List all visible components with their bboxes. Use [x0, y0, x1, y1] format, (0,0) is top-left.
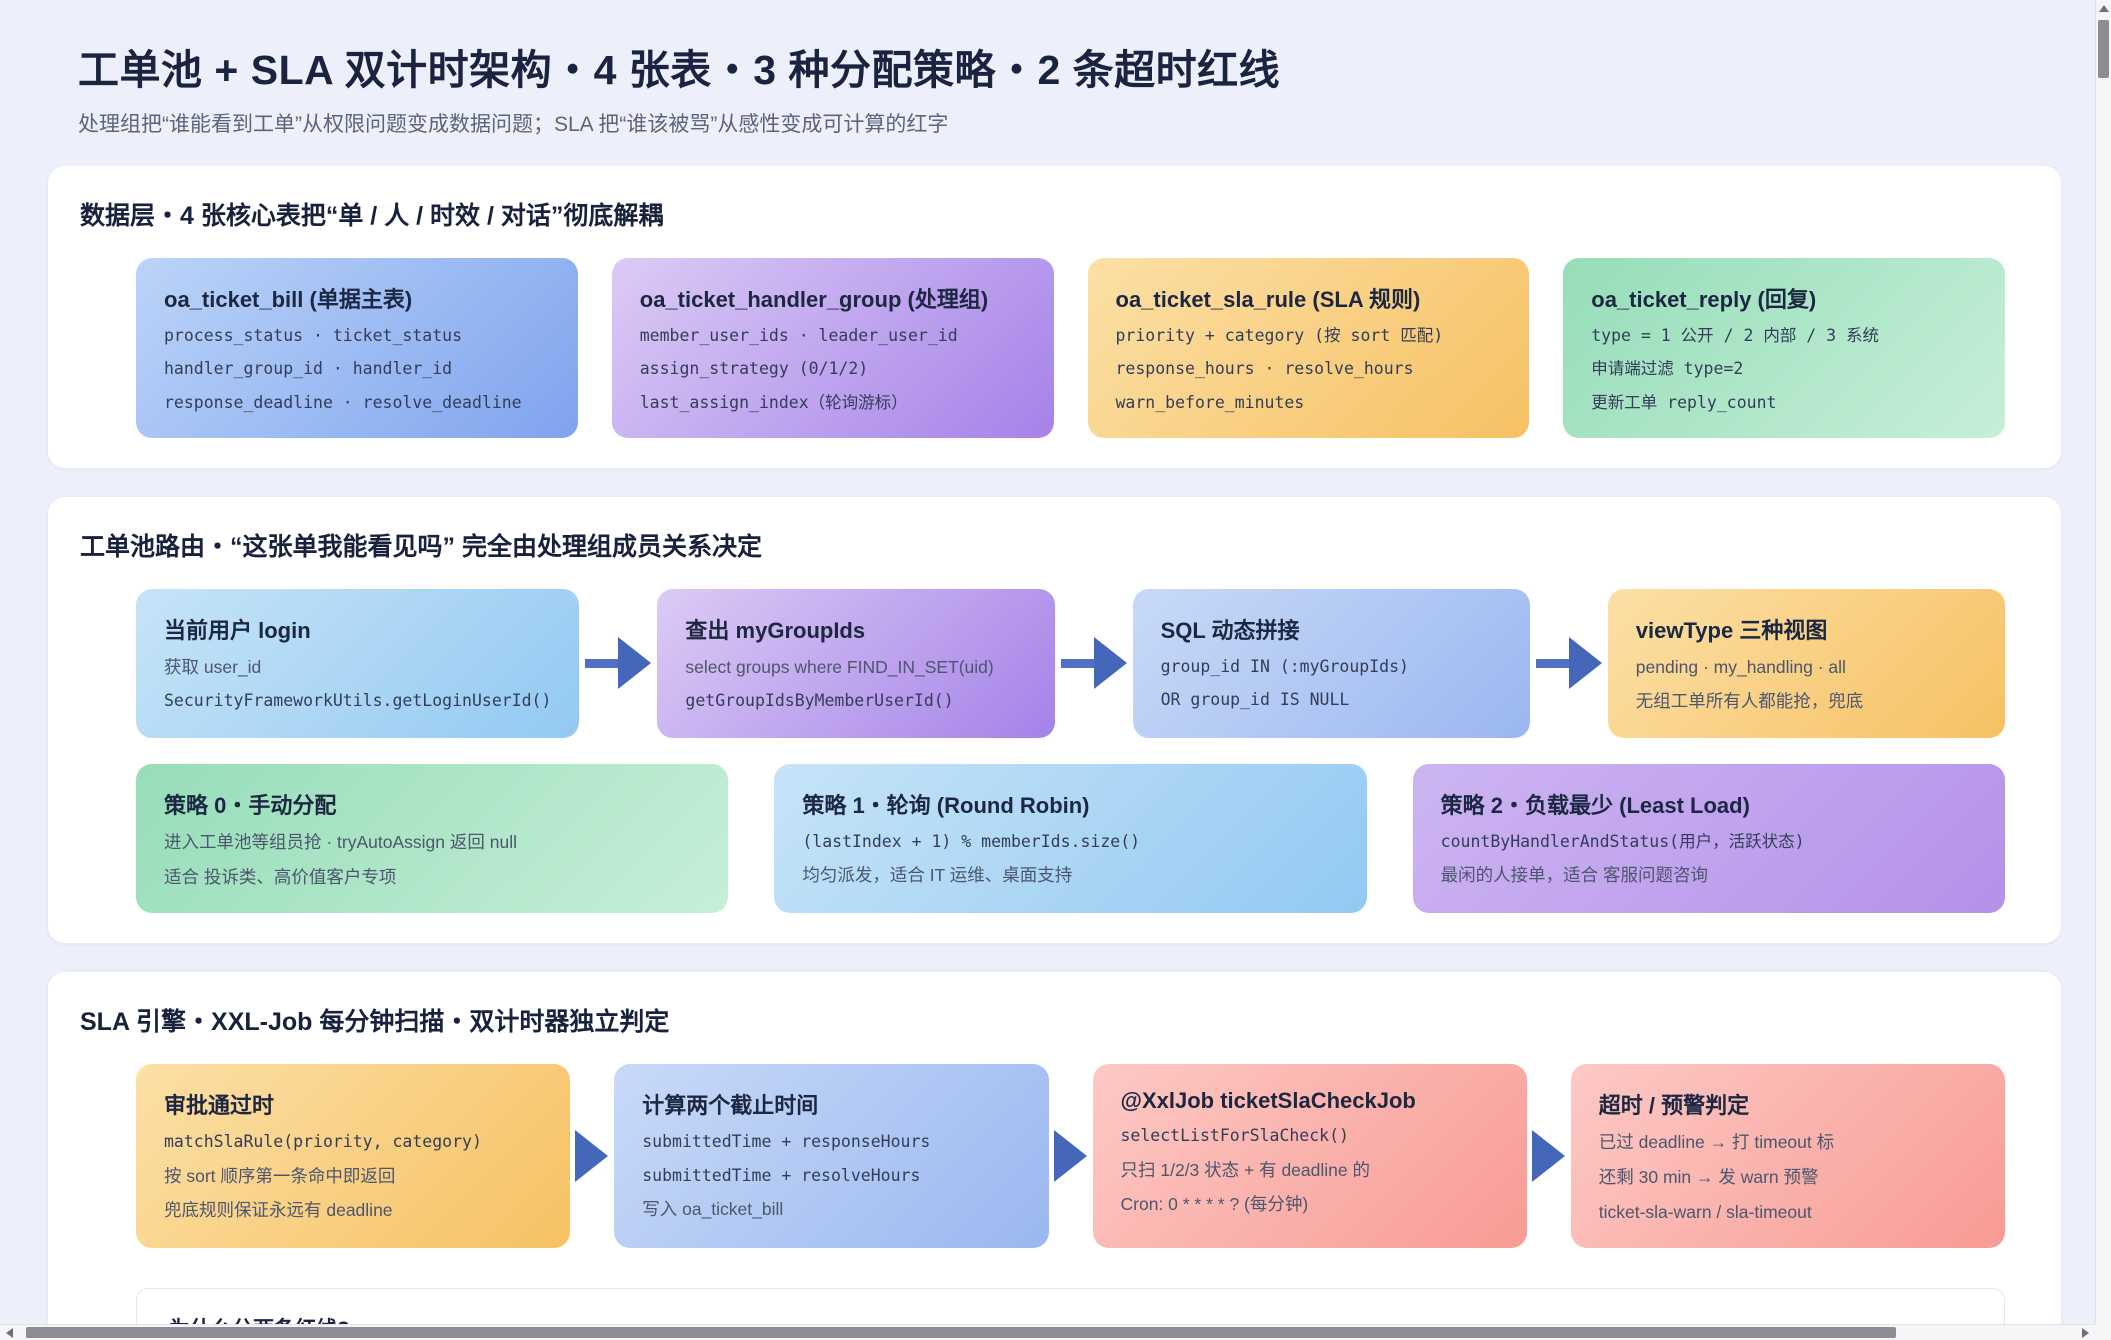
card-line: warn_before_minutes: [1115, 392, 1305, 412]
card-line: response_deadline · resolve_deadline: [164, 392, 522, 412]
arrow-right-icon: [579, 637, 657, 690]
card-line: OR group_id IS NULL: [1160, 690, 1350, 710]
card-line: 还剩 30 min → 发 warn 预警: [1598, 1166, 1819, 1187]
card-line: 已过 deadline → 打 timeout 标: [1598, 1132, 1835, 1153]
card-line: 最闲的人接单，适合 客服问题咨询: [1440, 865, 1709, 886]
flow-card-xxljob-check: @XxlJob ticketSlaCheckJob selectListForS…: [1092, 1064, 1527, 1249]
card-oa-ticket-reply: oa_ticket_reply (回复) type = 1 公开 / 2 内部 …: [1563, 258, 2005, 438]
card-line: select groups where FIND_IN_SET(uid): [685, 656, 994, 677]
card-line: (lastIndex + 1) % memberIds.size(): [802, 832, 1141, 852]
card-title: 策略 1・轮询 (Round Robin): [802, 793, 1090, 819]
flow-card-approval-passed: 审批通过时 matchSlaRule(priority, category) 按…: [136, 1064, 571, 1249]
flow-card-view-type: viewType 三种视图 pending · my_handling · al…: [1607, 588, 2005, 739]
card-line: process_status · ticket_status: [164, 326, 463, 345]
card-line: submittedTime + resolveHours: [642, 1165, 921, 1185]
scroll-up-icon[interactable]: [2099, 5, 2109, 12]
card-line: submittedTime + responseHours: [642, 1132, 931, 1152]
strategy-cards: 策略 0・手动分配 进入工单池等组员抢 · tryAutoAssign 返回 n…: [136, 764, 2005, 914]
card-line: member_user_ids · leader_user_id: [639, 326, 958, 345]
horizontal-scrollbar-thumb[interactable]: [26, 1327, 1896, 1338]
card-line: 按 sort 顺序第一条命中即返回: [164, 1165, 396, 1186]
card-line: handler_group_id · handler_id: [164, 359, 453, 379]
card-line: SecurityFrameworkUtils.getLoginUserId(): [164, 691, 552, 711]
card-strategy-2-least-load: 策略 2・负载最少 (Least Load) countByHandlerAnd…: [1412, 764, 2005, 914]
card-title: 策略 2・负载最少 (Least Load): [1440, 793, 1750, 819]
arrow-right-icon: [1049, 1130, 1093, 1183]
routing-flow: 当前用户 login 获取 user_id SecurityFrameworkU…: [136, 588, 2005, 739]
arrow-right-icon: [570, 1130, 614, 1183]
scrollbar-corner: [2095, 1324, 2111, 1340]
card-title: viewType 三种视图: [1635, 617, 1828, 643]
card-line: 只扫 1/2/3 状态 + 有 deadline 的: [1120, 1159, 1371, 1180]
vertical-scrollbar[interactable]: [2095, 0, 2111, 1324]
section-sla-engine: SLA 引擎・XXL-Job 每分钟扫描・双计时器独立判定 审批通过时 matc…: [47, 971, 2062, 1340]
card-title: @XxlJob ticketSlaCheckJob: [1120, 1088, 1416, 1114]
flow-card-current-user-login: 当前用户 login 获取 user_id SecurityFrameworkU…: [136, 588, 580, 739]
horizontal-scrollbar[interactable]: [0, 1324, 2095, 1340]
arrow-right-icon: [1527, 1130, 1571, 1183]
card-title: 查出 myGroupIds: [685, 617, 866, 643]
card-oa-ticket-handler-group: oa_ticket_handler_group (处理组) member_use…: [611, 258, 1054, 438]
card-line: ticket-sla-warn / sla-timeout: [1598, 1201, 1812, 1222]
card-line: Cron: 0 * * * * ? (每分钟): [1120, 1194, 1309, 1215]
card-strategy-0-manual: 策略 0・手动分配 进入工单池等组员抢 · tryAutoAssign 返回 n…: [136, 764, 729, 914]
card-oa-ticket-bill: oa_ticket_bill (单据主表) process_status · t…: [136, 258, 578, 438]
card-title: 策略 0・手动分配: [164, 793, 337, 819]
flow-card-timeout-warn: 超时 / 预警判定 已过 deadline → 打 timeout 标 还剩 3…: [1570, 1064, 2005, 1249]
page-title: 工单池 + SLA 双计时架构・4 张表・3 种分配策略・2 条超时红线: [78, 47, 1281, 93]
card-line: matchSlaRule(priority, category): [164, 1132, 482, 1152]
card-line: 适合 投诉类、高价值客户专项: [164, 866, 397, 887]
card-line: selectListForSlaCheck(): [1120, 1126, 1349, 1146]
card-title: 计算两个截止时间: [642, 1093, 819, 1119]
section-ticket-routing-header: 工单池路由・“这张单我能看见吗” 完全由处理组成员关系决定: [80, 532, 762, 561]
flow-card-sql-dynamic: SQL 动态拼接 group_id IN (:myGroupIds) OR gr…: [1132, 588, 1530, 739]
card-title: 超时 / 预警判定: [1598, 1093, 1750, 1119]
section-data-layer-header: 数据层・4 张核心表把“单 / 人 / 时效 / 对话”彻底解耦: [80, 202, 664, 230]
card-line: 获取 user_id: [164, 656, 262, 677]
card-line: 进入工单池等组员抢 · tryAutoAssign 返回 null: [164, 832, 517, 853]
card-line: pending · my_handling · all: [1635, 656, 1846, 677]
card-line: response_hours · resolve_hours: [1115, 359, 1414, 379]
card-line: 无组工单所有人都能抢，兜底: [1635, 691, 1864, 712]
sla-flow: 审批通过时 matchSlaRule(priority, category) 按…: [136, 1064, 2005, 1249]
flow-card-my-group-ids: 查出 myGroupIds select groups where FIND_I…: [657, 588, 1055, 739]
card-line: 兜底规则保证永远有 deadline: [164, 1200, 393, 1221]
card-title: oa_ticket_sla_rule (SLA 规则): [1115, 287, 1421, 312]
card-title: oa_ticket_handler_group (处理组): [639, 287, 989, 312]
card-line: 更新工单 reply_count: [1591, 392, 1777, 412]
card-title: 当前用户 login: [164, 617, 311, 643]
card-oa-ticket-sla-rule: oa_ticket_sla_rule (SLA 规则) priority + c…: [1087, 258, 1530, 438]
card-line: last_assign_index（轮询游标）: [639, 392, 908, 412]
vertical-scrollbar-thumb[interactable]: [2098, 20, 2109, 78]
flow-card-two-deadlines: 计算两个截止时间 submittedTime + responseHours s…: [614, 1064, 1049, 1249]
section-ticket-routing: 工单池路由・“这张单我能看见吗” 完全由处理组成员关系决定 当前用户 login…: [47, 495, 2062, 945]
card-title: oa_ticket_bill (单据主表): [164, 287, 413, 312]
card-line: getGroupIdsByMemberUserId(): [685, 691, 954, 711]
page-subtitle: 处理组把“谁能看到工单”从权限问题变成数据问题；SLA 把“谁该被骂”从感性变成…: [78, 113, 949, 136]
card-line: countByHandlerAndStatus(用户，活跃状态): [1440, 832, 1805, 852]
arrow-right-icon: [1055, 637, 1133, 690]
scroll-right-icon[interactable]: [2082, 1328, 2089, 1338]
data-layer-cards: oa_ticket_bill (单据主表) process_status · t…: [136, 258, 2005, 438]
arrow-right-icon: [1530, 637, 1608, 690]
card-line: priority + category (按 sort 匹配): [1115, 326, 1444, 345]
card-line: assign_strategy (0/1/2): [639, 359, 869, 379]
section-sla-engine-header: SLA 引擎・XXL-Job 每分钟扫描・双计时器独立判定: [80, 1008, 670, 1037]
card-title: oa_ticket_reply (回复): [1591, 287, 1817, 312]
section-data-layer: 数据层・4 张核心表把“单 / 人 / 时效 / 对话”彻底解耦 oa_tick…: [47, 165, 2062, 469]
card-line: 写入 oa_ticket_bill: [642, 1198, 784, 1219]
card-line: group_id IN (:myGroupIds): [1160, 656, 1409, 676]
card-title: 审批通过时: [164, 1093, 275, 1119]
card-line: 均匀派发，适合 IT 运维、桌面支持: [802, 865, 1073, 886]
card-line: type = 1 公开 / 2 内部 / 3 系统: [1591, 326, 1879, 345]
card-strategy-1-round-robin: 策略 1・轮询 (Round Robin) (lastIndex + 1) % …: [774, 764, 1367, 914]
card-line: 申请端过滤 type=2: [1591, 359, 1744, 379]
card-title: SQL 动态拼接: [1160, 617, 1300, 643]
scroll-left-icon[interactable]: [6, 1328, 13, 1338]
